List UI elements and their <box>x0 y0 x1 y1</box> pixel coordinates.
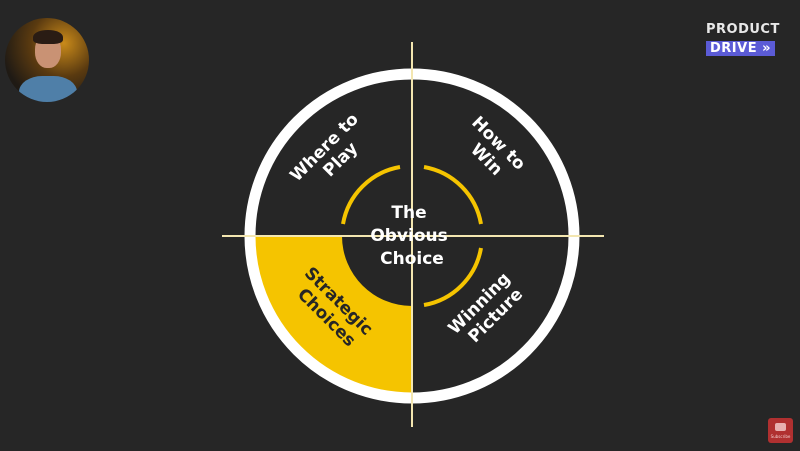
highlighted-quadrant-strategic-choices <box>254 236 412 394</box>
inner-circle-arcs <box>341 165 483 307</box>
quadrant-label-how-to-win: How to Win <box>453 113 533 193</box>
presenter-avatar <box>5 18 89 102</box>
youtube-icon <box>775 423 786 431</box>
product-drive-logo: PRODUCT DRIVE » <box>706 22 780 56</box>
center-label: The Obvious Choice <box>370 203 453 269</box>
quadrant-label-winning-picture: Winning Picture <box>445 265 533 353</box>
subscribe-button[interactable]: Subscribe <box>768 418 793 443</box>
